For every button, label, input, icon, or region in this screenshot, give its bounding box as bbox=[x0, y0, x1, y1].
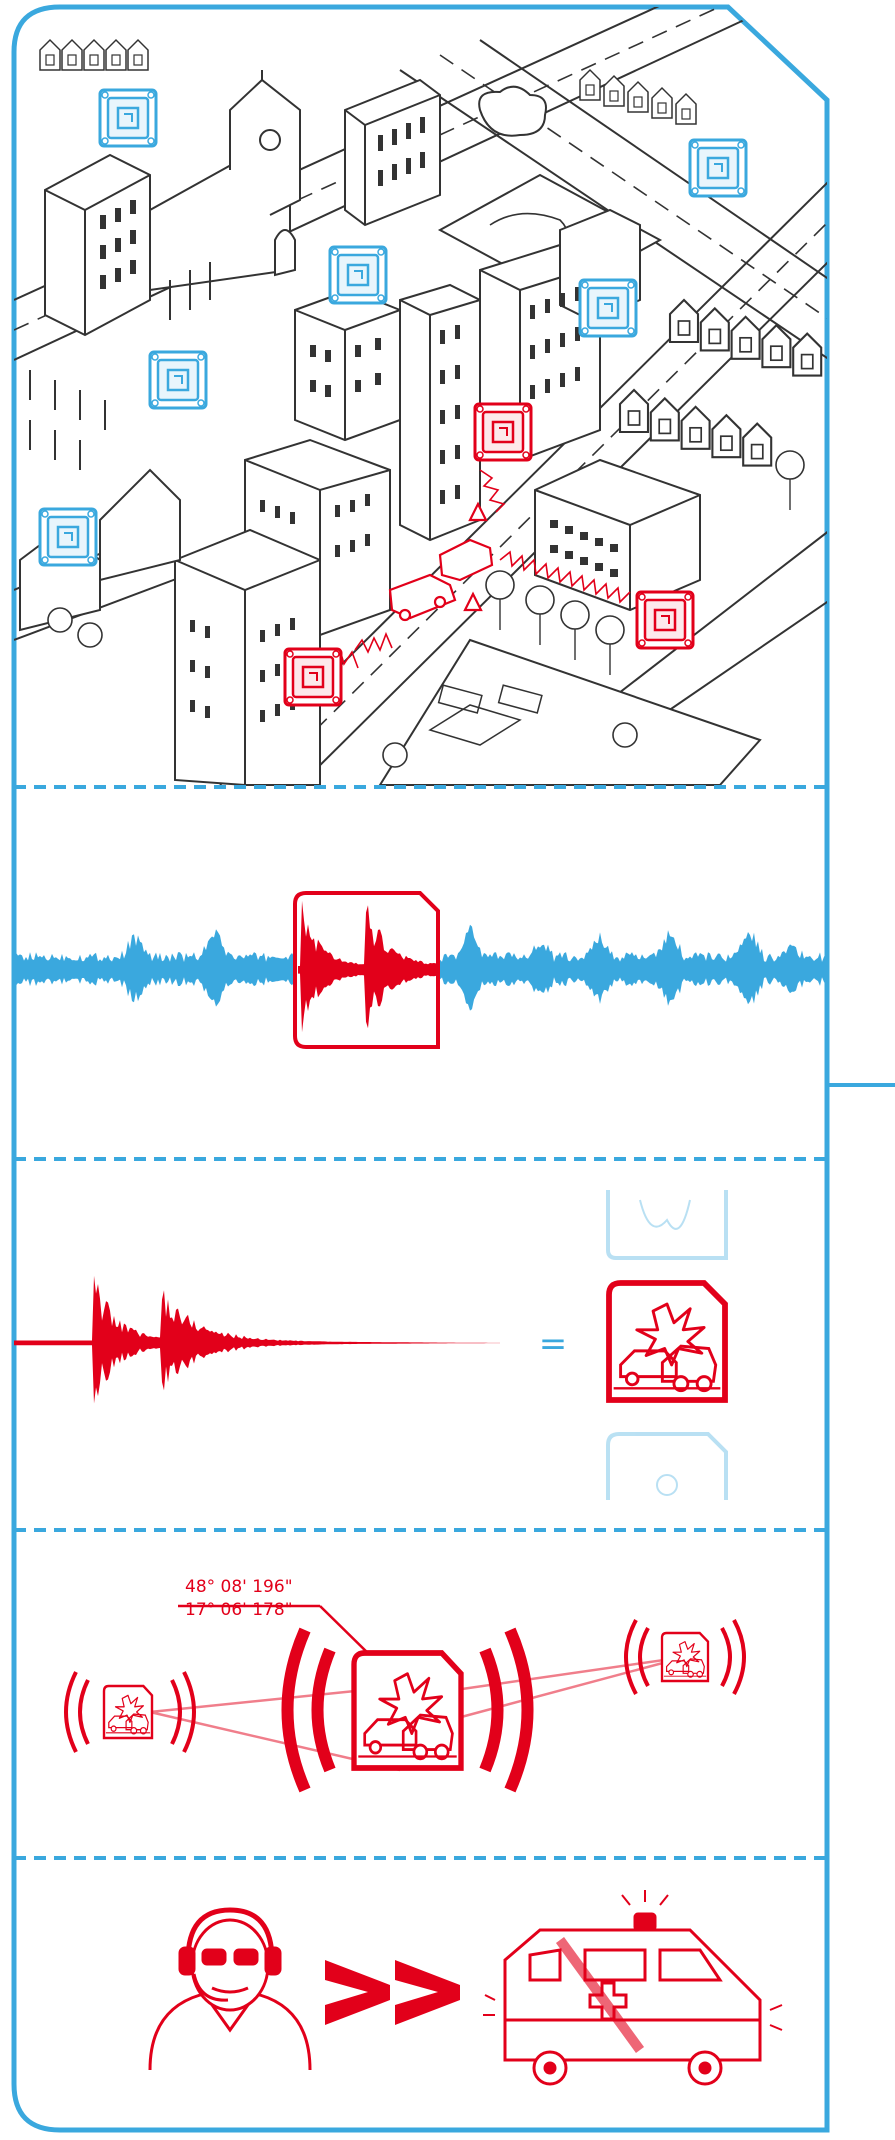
latitude-label: 48° 08' 196" bbox=[185, 1577, 293, 1597]
event-classification: = bbox=[14, 1190, 728, 1500]
sensor-node-icon bbox=[688, 138, 748, 198]
sensor-node-icon bbox=[38, 507, 98, 567]
detection-window bbox=[293, 891, 440, 1049]
candidate-class-card bbox=[606, 1432, 728, 1500]
red-waveform bbox=[298, 900, 436, 1033]
double-chevron-right-icon bbox=[325, 1960, 460, 2025]
sensor-node-icon bbox=[98, 88, 158, 148]
car-crash-icon bbox=[354, 1653, 461, 1768]
city-sensor-map bbox=[14, 7, 827, 786]
equals-sign: = bbox=[539, 1324, 568, 1364]
emergency-response bbox=[148, 1890, 783, 2086]
sensor-node-icon bbox=[328, 245, 388, 305]
radio-waves-icon bbox=[624, 1619, 746, 1695]
car-crash-icon bbox=[609, 1283, 725, 1400]
sensor-node-icon bbox=[578, 278, 638, 338]
sensor-node-icon bbox=[148, 350, 208, 410]
radio-waves-icon bbox=[64, 1671, 196, 1753]
sensor-node-icon bbox=[635, 590, 695, 650]
radio-waves-icon bbox=[281, 1627, 534, 1793]
continuous-audio-stream bbox=[14, 891, 826, 1049]
isolated-event-waveform bbox=[14, 1275, 500, 1404]
sensor-node-icon bbox=[473, 402, 533, 462]
ambulance-icon bbox=[483, 1890, 783, 2086]
candidate-class-card bbox=[606, 1190, 728, 1260]
car-crash-icon bbox=[102, 1684, 154, 1740]
dispatcher-headset-icon bbox=[148, 1907, 312, 2071]
car-crash-icon bbox=[660, 1631, 710, 1683]
blue-waveform bbox=[14, 924, 826, 1011]
sensor-node-icon bbox=[283, 647, 343, 707]
longitude-label: 17° 06' 178" bbox=[185, 1600, 293, 1620]
event-localization: 48° 08' 196" 17° 06' 178" bbox=[64, 1577, 746, 1793]
